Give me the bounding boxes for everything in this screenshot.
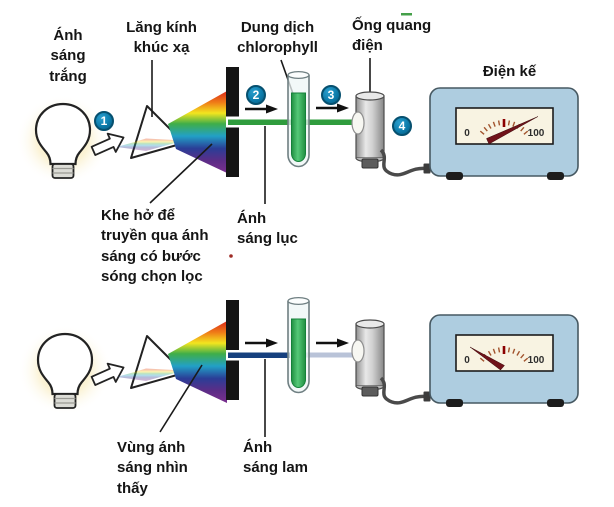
stray-red-dot bbox=[229, 254, 233, 258]
cable-connector bbox=[423, 163, 431, 174]
visible-region-pointer-line bbox=[159, 364, 203, 433]
step-badge-1: 1 bbox=[94, 111, 114, 131]
pointer-lines-bottom bbox=[159, 359, 266, 437]
beam-arrow bbox=[243, 337, 280, 349]
slit-label: Khe hở để truyền qua ánh sáng có bước só… bbox=[101, 207, 209, 285]
light-bulb bbox=[14, 93, 112, 187]
stray-green-mark bbox=[401, 13, 412, 16]
visible-light-region-label: Vùng ánh sáng nhìn thấy bbox=[117, 439, 188, 497]
galvanometer-label: Điện kế bbox=[482, 63, 537, 80]
white-light-label: Ánh sáng trắng bbox=[49, 27, 87, 85]
step-badge-4: 4 bbox=[392, 116, 412, 136]
meter-needle-low bbox=[469, 346, 505, 371]
cable bbox=[379, 376, 427, 405]
meter-needle-high bbox=[486, 116, 539, 145]
green-light-label: Ánh sáng lục bbox=[237, 210, 298, 248]
test-tube bbox=[287, 296, 310, 394]
experiment-top bbox=[14, 13, 580, 258]
photoelectric-tube bbox=[351, 319, 385, 397]
prism-and-spectrum bbox=[116, 320, 228, 404]
beam-arrow bbox=[314, 337, 351, 349]
experiment-bottom bbox=[16, 296, 580, 437]
prism-and-spectrum bbox=[116, 90, 228, 174]
cable-connector bbox=[423, 391, 431, 402]
attenuated-beam bbox=[306, 352, 359, 358]
beam-arrow-2 bbox=[243, 103, 280, 115]
step-badge-2: 2 bbox=[246, 85, 266, 105]
blue-beam bbox=[228, 352, 290, 358]
light-bulb bbox=[16, 323, 114, 417]
slit-pointer-line bbox=[149, 143, 213, 204]
step-badge-3: 3 bbox=[321, 85, 341, 105]
galvanometer bbox=[428, 313, 580, 409]
prism-label: Lăng kính khúc xạ bbox=[126, 19, 197, 57]
test-tube bbox=[287, 70, 310, 168]
photoelectric-tube bbox=[351, 91, 385, 169]
cable bbox=[379, 148, 427, 177]
phototube-label: Ống quang điện bbox=[352, 17, 432, 55]
chlorophyll-label: Dung dịch chlorophyll bbox=[237, 19, 318, 57]
blue-light-label: Ánh sáng lam bbox=[243, 439, 309, 477]
